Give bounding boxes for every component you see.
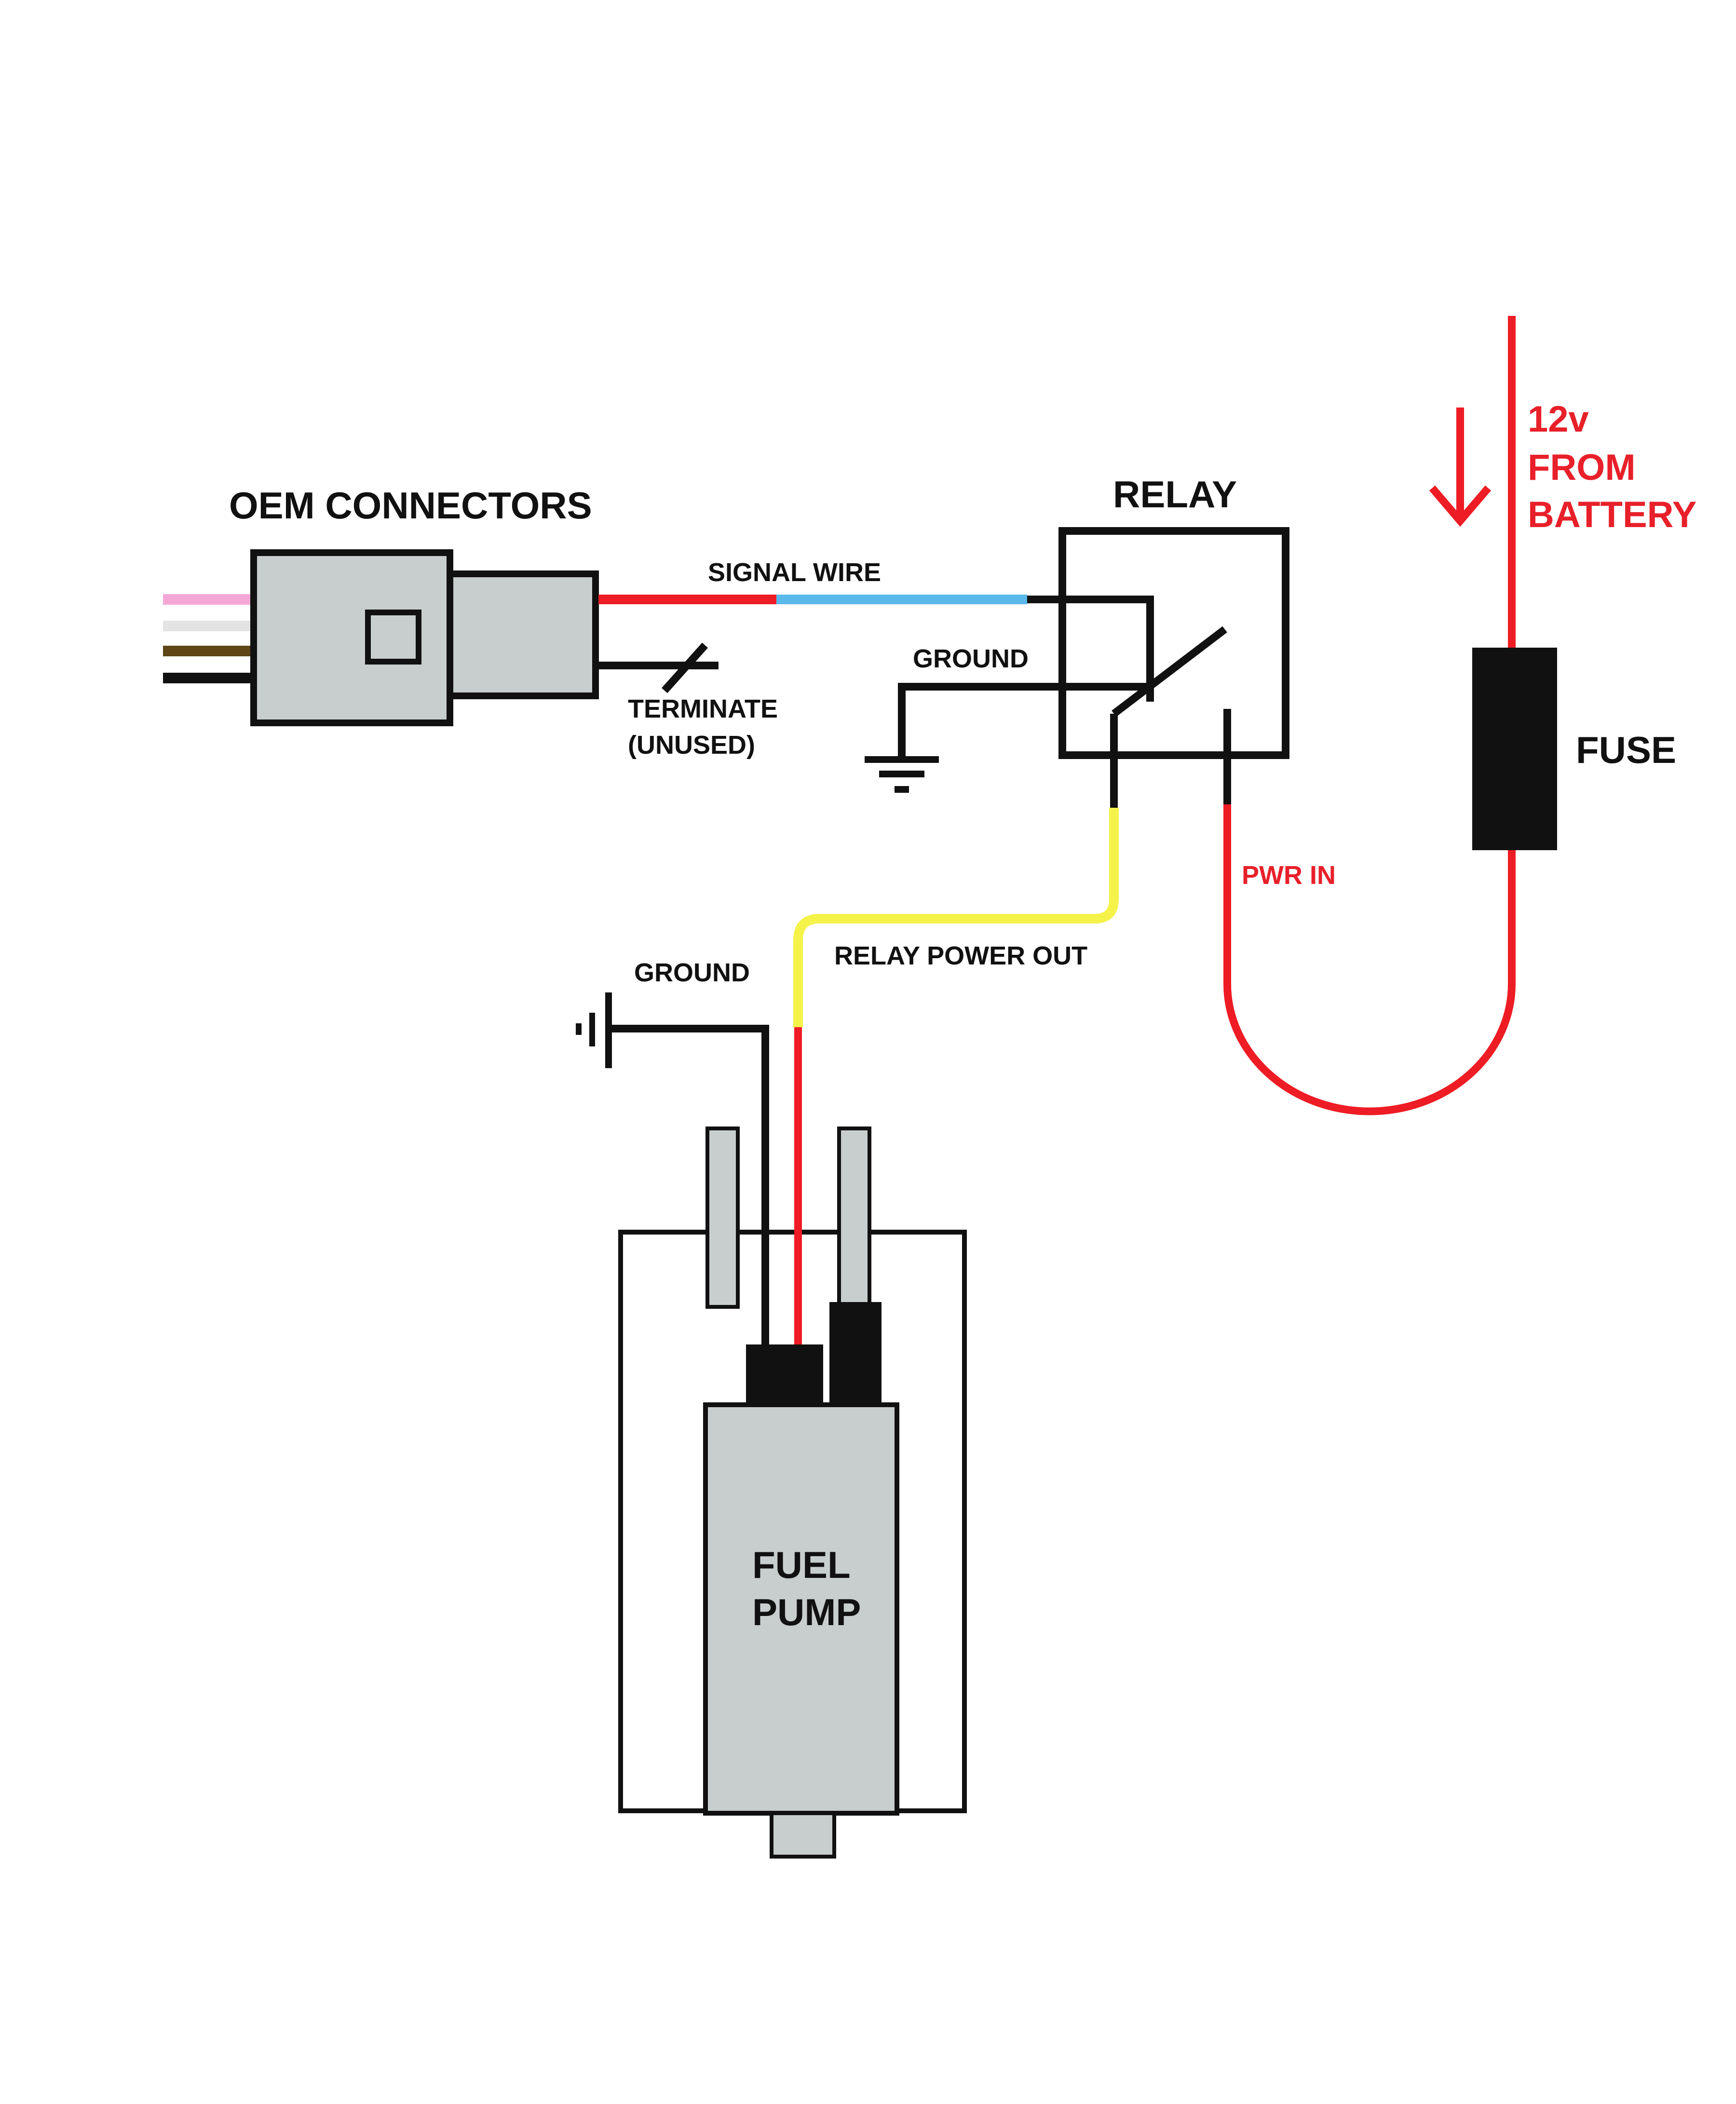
pump-fitting-left [705, 1127, 740, 1309]
twelve-v-label: 12v [1528, 399, 1589, 440]
battery-feed [1223, 316, 1557, 1115]
relay-box [1058, 527, 1289, 759]
fuse-body [1472, 648, 1557, 850]
unused-label: (UNUSED) [628, 731, 755, 760]
pump-outlet-block [829, 1302, 882, 1405]
pump-body [703, 1402, 899, 1816]
from-label: FROM [1528, 447, 1636, 488]
fuse-label: FUSE [1576, 729, 1676, 771]
terminate-label: TERMINATE [628, 694, 778, 723]
terminated-wire [598, 642, 719, 693]
connector-right-half [447, 570, 599, 699]
relay-power-out-label: RELAY POWER OUT [834, 941, 1087, 970]
relay-switch-arm [1112, 626, 1227, 717]
pump-label: PUMP [752, 1591, 861, 1633]
pump-ground-label: GROUND [634, 958, 750, 987]
pump-fitting-right [837, 1127, 871, 1309]
relay-ground-line [898, 683, 1150, 760]
current-direction-arrow-icon [1429, 407, 1492, 527]
relay-label: RELAY [1113, 473, 1237, 516]
oem-connectors-label: OEM CONNECTORS [229, 484, 592, 527]
terminate-mark [662, 642, 708, 693]
pwr-in-label: PWR IN [1242, 861, 1336, 890]
relay-power-out-wire [793, 808, 1119, 1027]
oem-connector [163, 549, 599, 726]
fuel-label: FUEL [752, 1544, 851, 1586]
pump-ground-wire [609, 1025, 769, 1350]
signal-wire [598, 595, 1154, 702]
relay-ground-wire [865, 683, 1150, 793]
fuel-pump-assembly [576, 992, 967, 1859]
signal-wire-relay-coil [1027, 596, 1154, 702]
connector-latch [365, 610, 421, 665]
pwr-in-wire [1223, 804, 1516, 1115]
battery-label: BATTERY [1528, 494, 1696, 535]
relay [1058, 527, 1289, 808]
relay-ground-label: GROUND [913, 644, 1029, 673]
signal-wire-label: SIGNAL WIRE [708, 558, 881, 587]
pump-inlet [770, 1811, 836, 1859]
pump-terminal-block [746, 1344, 823, 1405]
